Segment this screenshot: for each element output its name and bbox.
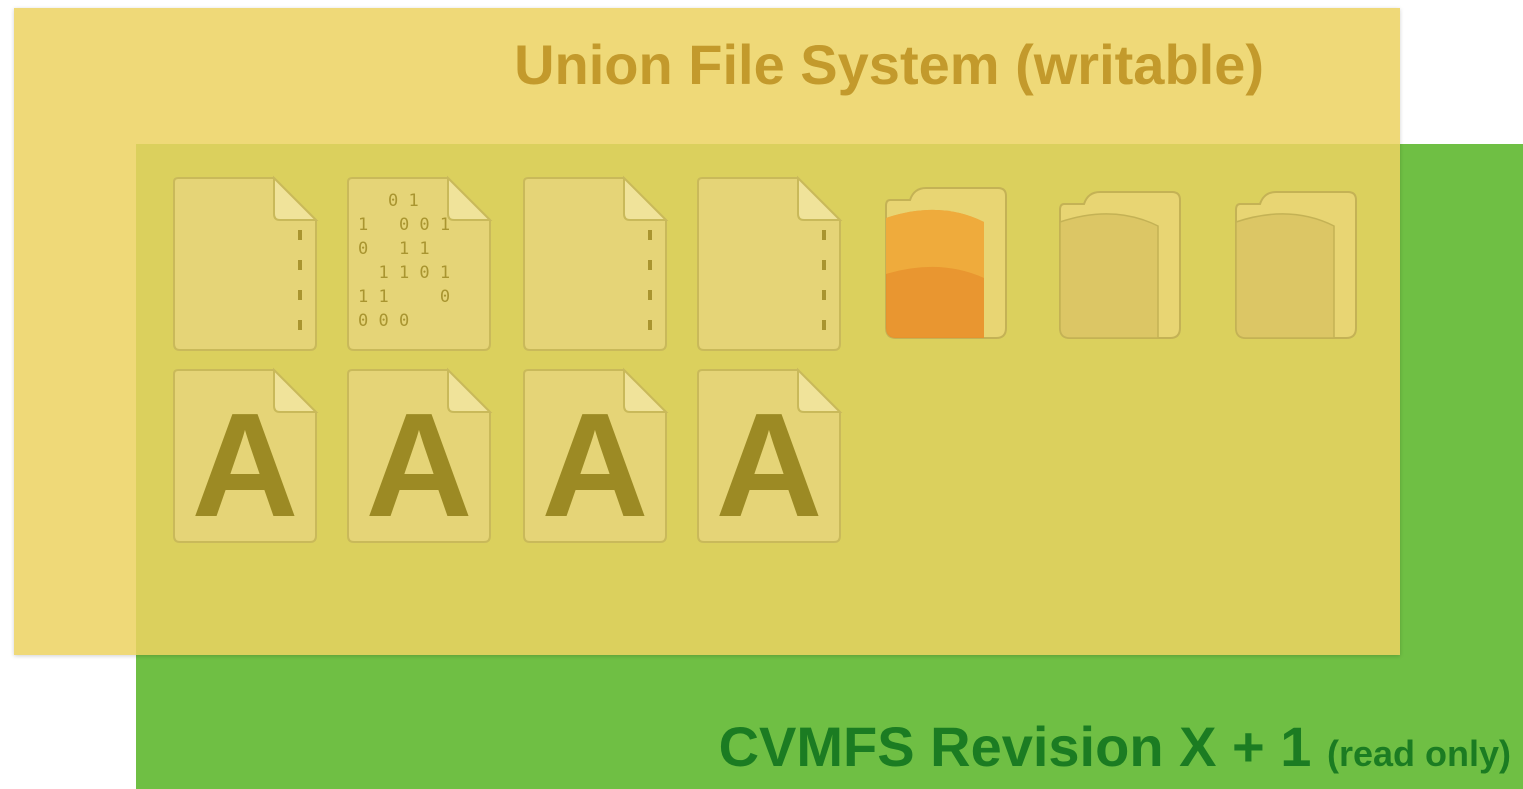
binary-file-icon: 0 1 1 0 0 1 0 1 1 1 1 0 1 1 1 0 0 0 0 [344,172,494,354]
font-file-icon: A [344,364,494,546]
font-glyph: A [542,383,649,546]
union-fs-layer-title: Union File System (writable) [514,33,1264,96]
binary-row-5: 1 1 0 [358,287,450,307]
folder-orange-icon [880,178,1012,348]
font-file-icon: A [694,364,844,546]
font-file-icon: A [170,364,320,546]
font-glyph: A [192,383,299,546]
folder-icon [1054,182,1186,348]
binary-row-3: 0 1 1 [358,239,430,259]
folder-icon [1230,182,1362,348]
font-glyph: A [716,383,823,546]
binary-row-6: 0 0 0 [358,311,409,331]
font-file-icon: A [520,364,670,546]
binary-row-2: 1 0 0 1 [358,215,450,235]
font-glyph: A [366,383,473,546]
binary-row-4: 1 1 0 1 [358,263,450,283]
document-icon [694,172,844,354]
binary-row-1: 0 1 [388,191,419,211]
cvmfs-label-suffix: (read only) [1326,733,1511,774]
cvmfs-layer-title: CVMFS Revision X + 1 (read only) [719,714,1511,779]
document-icon [170,172,320,354]
cvmfs-label-main: CVMFS Revision X + 1 [718,715,1312,778]
document-icon [520,172,670,354]
